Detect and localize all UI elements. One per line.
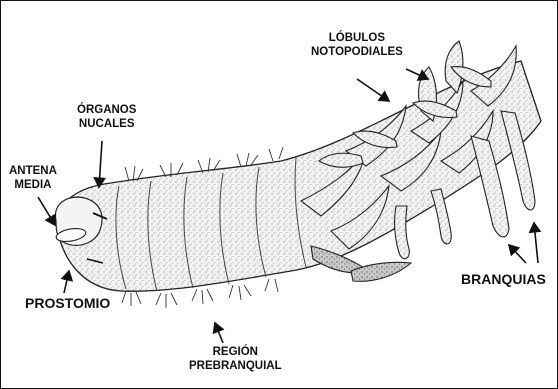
arrow-prostomio bbox=[64, 271, 69, 293]
label-branquias: BRANQUIAS bbox=[461, 271, 546, 287]
arrow-lobulos-2 bbox=[357, 79, 389, 101]
arrow-organos bbox=[99, 141, 102, 187]
label-antena-media: ANTENA MEDIA bbox=[9, 164, 57, 192]
label-region-prebranquial: REGIÓN PREBRANQUIAL bbox=[189, 345, 282, 373]
arrow-antena bbox=[38, 197, 55, 225]
arrow-branquias-1 bbox=[534, 223, 538, 263]
label-organos-nucales: ÓRGANOS NUCALES bbox=[77, 103, 136, 131]
arrow-region bbox=[215, 323, 223, 343]
label-prostomio: PROSTOMIO bbox=[25, 295, 110, 311]
arrow-branquias-2 bbox=[509, 245, 526, 263]
label-lobulos-notopodiales: LÓBULOS NOTOPODIALES bbox=[311, 31, 403, 59]
